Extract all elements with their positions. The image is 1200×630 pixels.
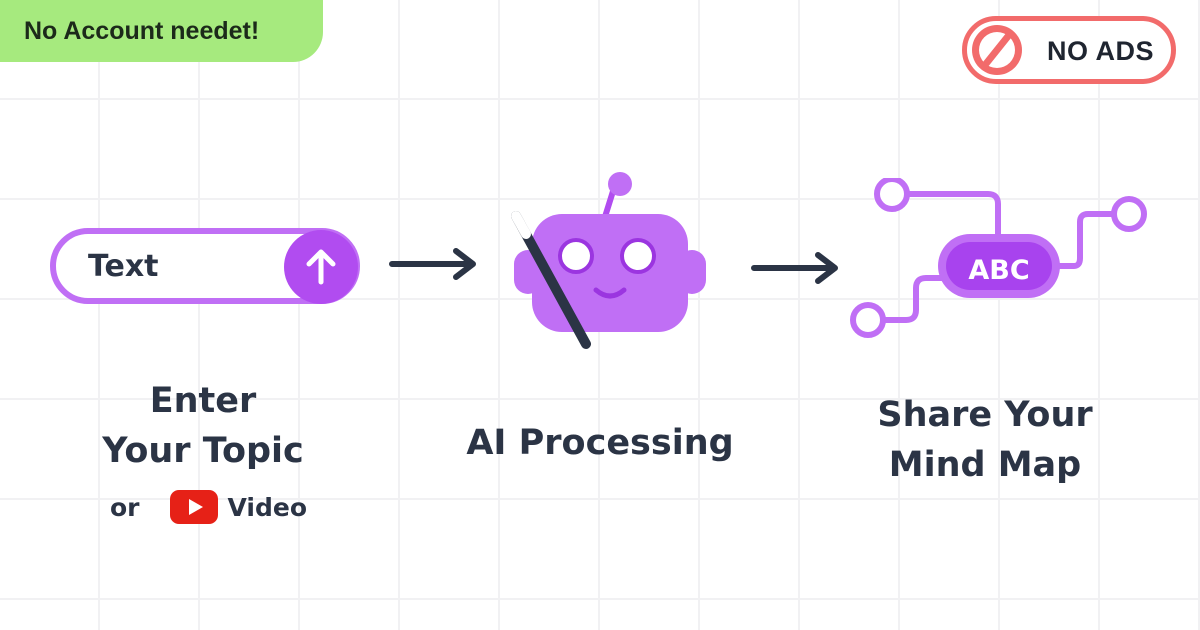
topic-input-text: Text bbox=[88, 249, 159, 284]
share-line1: Share Your bbox=[877, 395, 1093, 435]
no-account-banner: No Account needet! bbox=[0, 0, 323, 62]
up-arrow-icon bbox=[306, 249, 336, 285]
enter-topic-line2: Your Topic bbox=[102, 431, 304, 471]
robot-icon bbox=[511, 172, 706, 349]
right-arrow-icon bbox=[389, 248, 476, 280]
youtube-icon bbox=[169, 490, 218, 524]
mind-map-icon: ABC bbox=[850, 178, 1147, 338]
right-arrow-icon bbox=[751, 252, 838, 284]
share-line2: Mind Map bbox=[888, 445, 1082, 485]
mind-map-node-label: ABC bbox=[968, 255, 1029, 286]
ai-processing-text: AI Processing bbox=[466, 423, 734, 463]
topic-input[interactable]: Text bbox=[50, 228, 360, 304]
video-text: Video bbox=[227, 492, 308, 522]
or-video-line: or Video bbox=[110, 490, 307, 524]
no-ads-label: NO ADS bbox=[1047, 36, 1155, 66]
banner-text: No Account needet! bbox=[24, 16, 260, 45]
no-sign-icon bbox=[972, 25, 1022, 75]
share-mind-map-caption: Share Your Mind Map bbox=[850, 390, 1120, 490]
enter-topic-line1: Enter bbox=[149, 381, 257, 421]
magic-wand-icon bbox=[511, 211, 591, 349]
no-ads-badge: NO ADS bbox=[962, 16, 1176, 84]
or-text: or bbox=[110, 492, 140, 522]
submit-button[interactable] bbox=[284, 230, 358, 304]
ai-processing-caption: AI Processing bbox=[440, 418, 760, 468]
enter-topic-caption: Enter Your Topic bbox=[64, 376, 342, 476]
